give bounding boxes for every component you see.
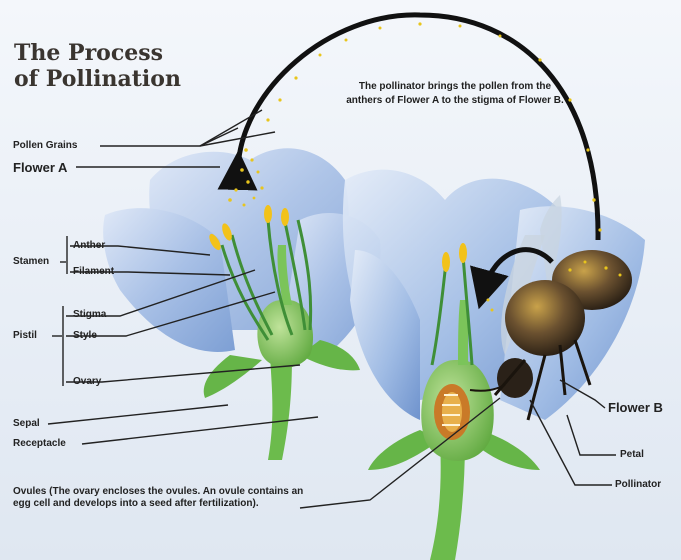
ovules-note: Ovules (The ovary encloses the ovules. A… (13, 486, 373, 510)
label-stamen: Stamen (13, 256, 49, 268)
caption-line-2: anthers of Flower A to the stigma of Flo… (316, 94, 594, 108)
ovules-note-line-2: egg cell and develops into a seed after … (13, 498, 373, 510)
label-petal: Petal (620, 449, 644, 461)
label-flower-b: Flower B (608, 400, 663, 415)
title-line-1: The Process (14, 40, 181, 66)
label-anther: Anther (73, 240, 105, 252)
label-receptacle: Receptacle (13, 438, 66, 450)
label-pollen-grains: Pollen Grains (13, 140, 77, 152)
label-stigma: Stigma (73, 309, 106, 321)
label-ovary: Ovary (73, 376, 101, 388)
label-pistil: Pistil (13, 330, 37, 342)
label-style: Style (73, 330, 97, 342)
label-filament: Filament (73, 266, 114, 278)
label-sepal: Sepal (13, 418, 40, 430)
label-pollinator: Pollinator (615, 479, 661, 491)
ovules-note-line-1: Ovules (The ovary encloses the ovules. A… (13, 486, 373, 498)
bee-head (497, 358, 533, 398)
page-title: The Process of Pollination (14, 40, 181, 92)
label-flower-a: Flower A (13, 160, 67, 175)
bee-thorax (505, 280, 585, 356)
receptacle-a (268, 355, 292, 460)
title-line-2: of Pollination (14, 66, 181, 92)
caption: The pollinator brings the pollen from th… (316, 80, 594, 108)
sepal-a-left (204, 355, 262, 398)
ovules (434, 384, 470, 440)
caption-line-1: The pollinator brings the pollen from th… (316, 80, 594, 94)
